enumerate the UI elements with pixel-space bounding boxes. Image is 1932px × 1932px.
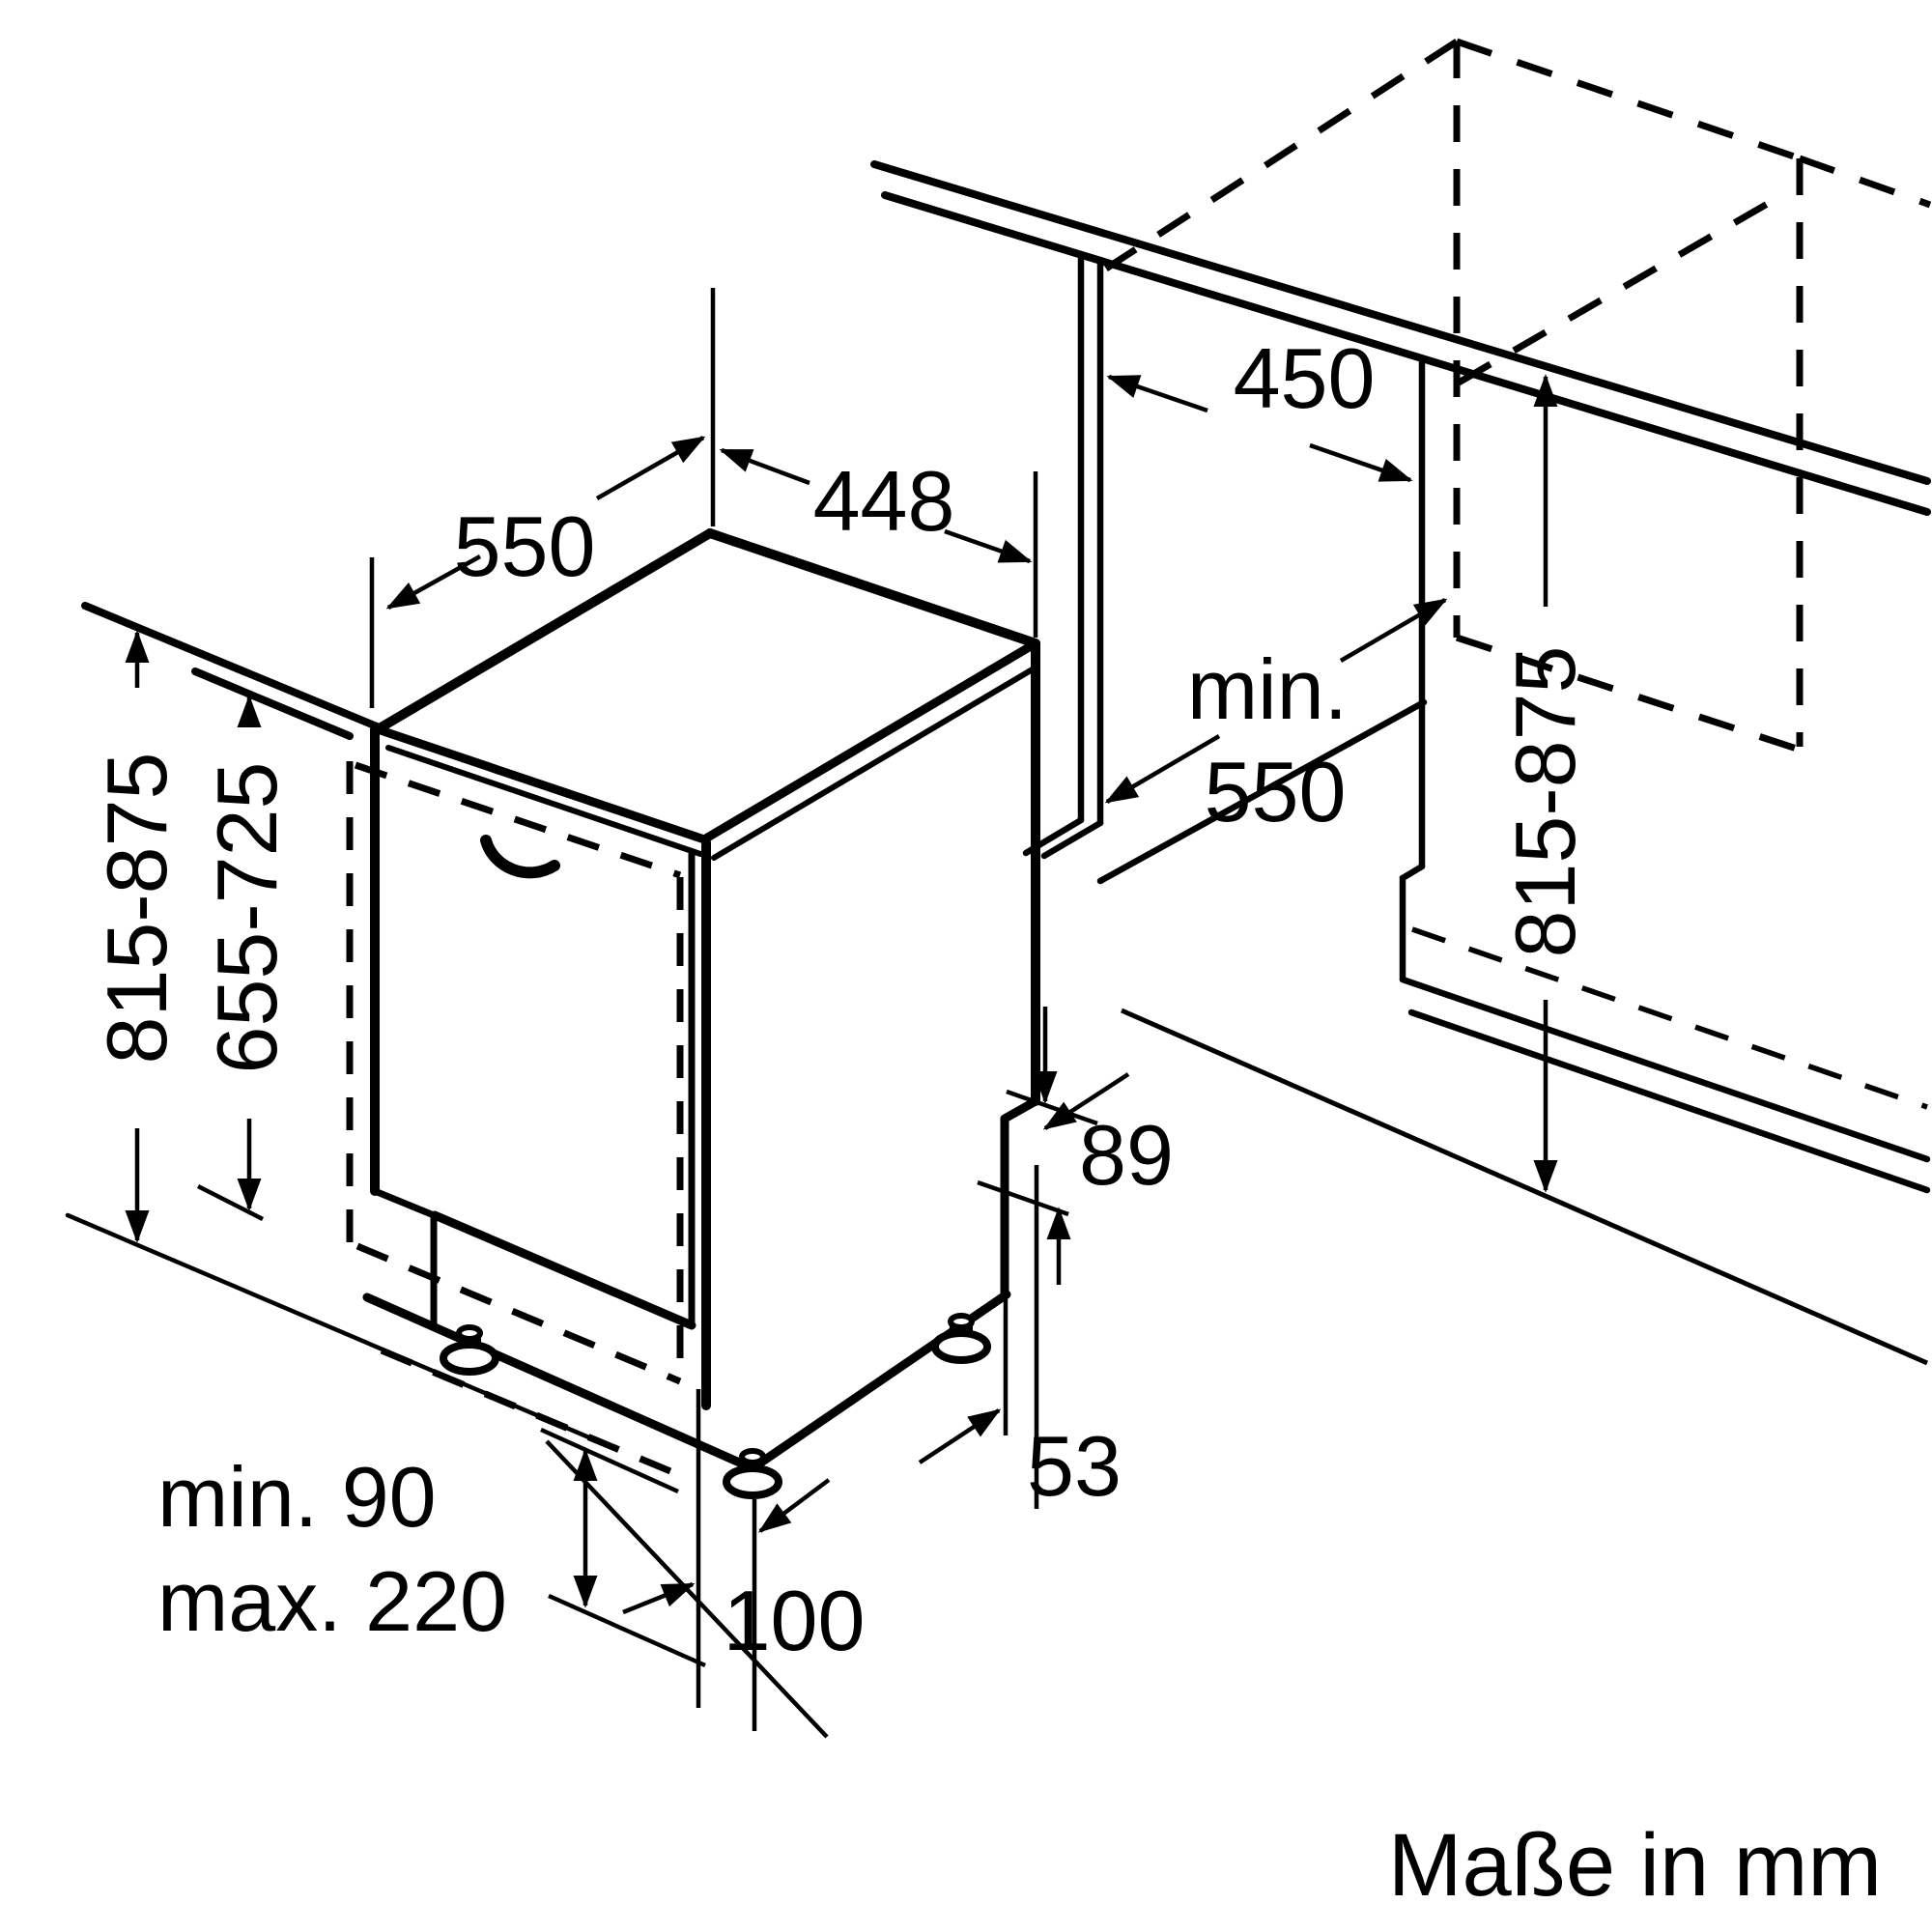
- dimension-niche-width: 450: [1106, 330, 1413, 483]
- label-89: 89: [1079, 1107, 1174, 1203]
- label-max-220: max. 220: [157, 1553, 507, 1649]
- label-min: min.: [1187, 641, 1348, 737]
- door-handle-icon: [480, 835, 560, 879]
- label-53: 53: [1027, 1418, 1122, 1514]
- label-450: 450: [1234, 330, 1376, 426]
- foot-left: [440, 1324, 499, 1376]
- upper-cabinet-dashed: [1104, 38, 1932, 753]
- label-min550: 550: [1205, 744, 1347, 839]
- dimension-rear-recess: 89: [977, 1007, 1174, 1285]
- dimension-appliance-width: 448: [719, 447, 1038, 638]
- label-815-875-left: 815-875: [89, 753, 185, 1065]
- floor-right-line: [1120, 1008, 1929, 1366]
- units-caption: Maße in mm: [1388, 1816, 1882, 1915]
- niche-left-wall: [1022, 250, 1428, 885]
- label-655-725: 655-725: [199, 762, 295, 1074]
- label-815-875-right: 815-875: [1497, 646, 1593, 958]
- dimension-appliance-depth: 550: [369, 288, 716, 708]
- dimension-niche-depth: min. 550: [1104, 598, 1448, 839]
- right-cabinet-hidden-edge: [1411, 926, 1928, 1110]
- dimension-right-height: 815-875: [1497, 374, 1593, 1193]
- label-100: 100: [724, 1573, 866, 1668]
- foot-front: [723, 1448, 782, 1499]
- adjustable-feet: [440, 1313, 991, 1499]
- label-550: 550: [454, 498, 596, 594]
- dishwasher-body: [362, 528, 1040, 1473]
- dimension-plinth-range: min. 90 max. 220: [157, 1427, 829, 1739]
- dimension-door-height: 655-725: [196, 695, 295, 1222]
- worktop-right: [870, 160, 1931, 516]
- label-min-90: min. 90: [157, 1449, 437, 1545]
- worktop-left: [81, 602, 381, 740]
- foot-right: [931, 1313, 991, 1364]
- dimension-rear-offset: 53: [918, 1072, 1130, 1514]
- dimension-left-height: 815-875: [89, 630, 185, 1243]
- furniture-door-panel-dashed: [346, 761, 684, 1480]
- right-cabinet: [1399, 355, 1931, 1194]
- label-448: 448: [813, 453, 955, 549]
